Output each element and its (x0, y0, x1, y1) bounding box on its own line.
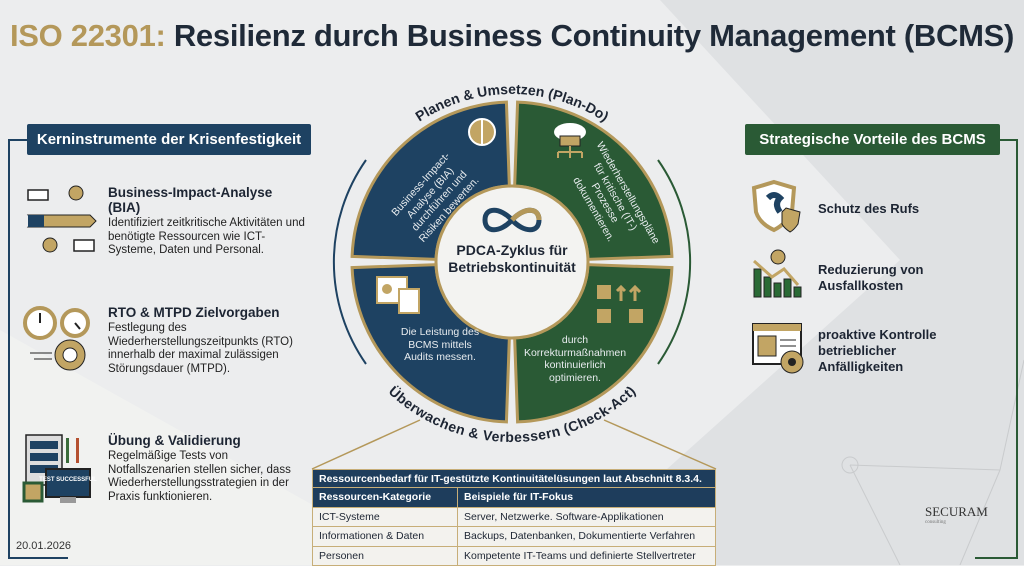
clock-target-icon (20, 305, 108, 380)
test-successful-badge: TEST SUCCESSFUL (39, 477, 97, 483)
right-outer-arc (657, 159, 692, 365)
table-header: Beispiele für IT-Fokus (457, 487, 716, 508)
report-checklist-icon (376, 276, 420, 314)
resource-table: Ressourcenbedarf für IT-gestützte Kontin… (312, 469, 716, 566)
right-panel-frame-bottom (975, 557, 1018, 559)
table-connector-left (311, 419, 421, 470)
infinity-logo-icon (482, 207, 542, 233)
left-outer-arc (332, 159, 367, 365)
cost-decline-chart-icon (750, 247, 816, 308)
server-test-icon: TEST SUCCESSFUL (20, 433, 108, 513)
table-title: Ressourcenbedarf für IT-gestützte Kontin… (312, 469, 716, 488)
shield-check-icon (750, 178, 816, 239)
segment-act-text: durch Korrekturmaßnahmen kontinuierlich … (523, 334, 627, 384)
page-title: ISO 22301: Resilienz durch Business Cont… (9, 18, 1014, 53)
cycle-center-title: PDCA-Zyklus für Betriebskontinuität (448, 242, 576, 275)
table-connector-right (603, 419, 717, 470)
left-item-bia: Business-Impact-Analyse (BIA)Identifizie… (20, 185, 308, 260)
right-panel-frame (1000, 139, 1018, 559)
cloud-server-icon (554, 123, 586, 158)
brain-network-icon (468, 118, 496, 146)
center-circle (434, 184, 590, 340)
left-panel-frame-bottom (8, 557, 68, 559)
right-panel-heading: Strategische Vorteile des BCMS (745, 124, 1000, 155)
left-panel-heading: Kerninstrumente der Krisenfestigkeit (27, 124, 311, 155)
left-panel-frame (8, 139, 28, 559)
process-timeline-icon (20, 185, 108, 260)
benefit-proactive-control: proaktive Kontrolle betrieblicher Anfäll… (750, 320, 968, 381)
table-header: Ressourcen-Kategorie (312, 487, 458, 508)
server-upgrade-icon (597, 284, 643, 323)
benefit-reputation: Schutz des Rufs (750, 178, 919, 239)
date-label: 20.01.2026 (16, 540, 72, 552)
monitor-eye-icon (750, 320, 816, 381)
benefit-cost-reduction: Reduzierung von Ausfallkosten (750, 247, 968, 308)
segment-check-text: Die Leistung des BCMS mittels Audits mes… (400, 326, 480, 363)
